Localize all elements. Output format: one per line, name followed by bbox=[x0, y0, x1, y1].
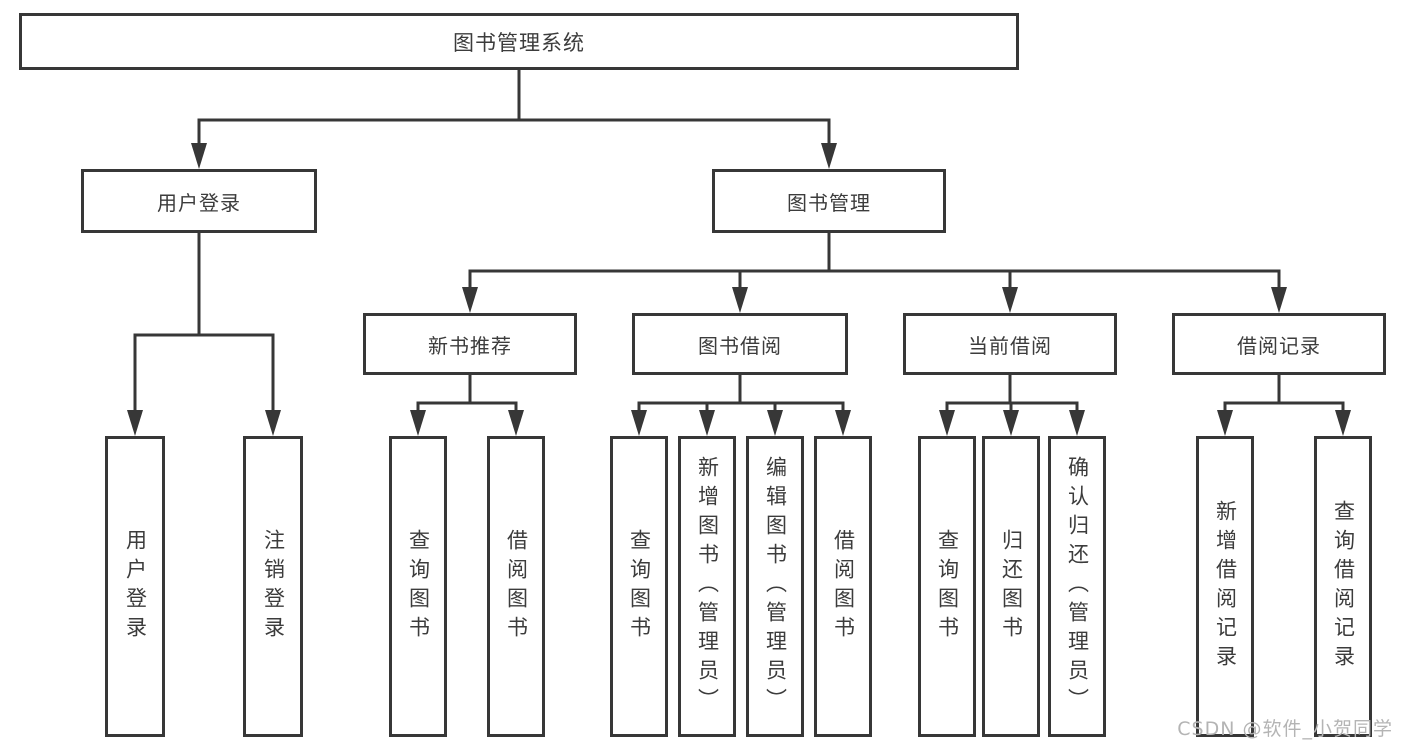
node-book-management: 图书管理 bbox=[712, 169, 946, 233]
node-leaf-query-book-2: 查询图书 bbox=[610, 436, 668, 737]
node-leaf-query-book-3: 查询图书 bbox=[918, 436, 976, 737]
node-leaf-borrow-book-1: 借阅图书 bbox=[487, 436, 545, 737]
node-leaf-query-borrow-record: 查询借阅记录 bbox=[1314, 436, 1372, 737]
csdn-watermark: CSDN @软件_小贺同学 bbox=[1177, 718, 1393, 740]
node-leaf-edit-book-admin: 编辑图书（管理员） bbox=[746, 436, 804, 737]
node-leaf-query-book-1: 查询图书 bbox=[389, 436, 447, 737]
node-user-login: 用户登录 bbox=[81, 169, 317, 233]
node-current-borrow: 当前借阅 bbox=[903, 313, 1117, 375]
node-leaf-confirm-return-admin: 确认归还（管理员） bbox=[1048, 436, 1106, 737]
node-leaf-return-book: 归还图书 bbox=[982, 436, 1040, 737]
node-leaf-add-borrow-record: 新增借阅记录 bbox=[1196, 436, 1254, 737]
node-root: 图书管理系统 bbox=[19, 13, 1019, 70]
node-leaf-user-login: 用户登录 bbox=[105, 436, 165, 737]
arrowhead-group bbox=[127, 143, 1351, 436]
node-new-book-recommend: 新书推荐 bbox=[363, 313, 577, 375]
node-leaf-logout: 注销登录 bbox=[243, 436, 303, 737]
node-leaf-borrow-book-2: 借阅图书 bbox=[814, 436, 872, 737]
node-leaf-add-book-admin: 新增图书（管理员） bbox=[678, 436, 736, 737]
node-book-borrow: 图书借阅 bbox=[632, 313, 848, 375]
node-borrow-record: 借阅记录 bbox=[1172, 313, 1386, 375]
